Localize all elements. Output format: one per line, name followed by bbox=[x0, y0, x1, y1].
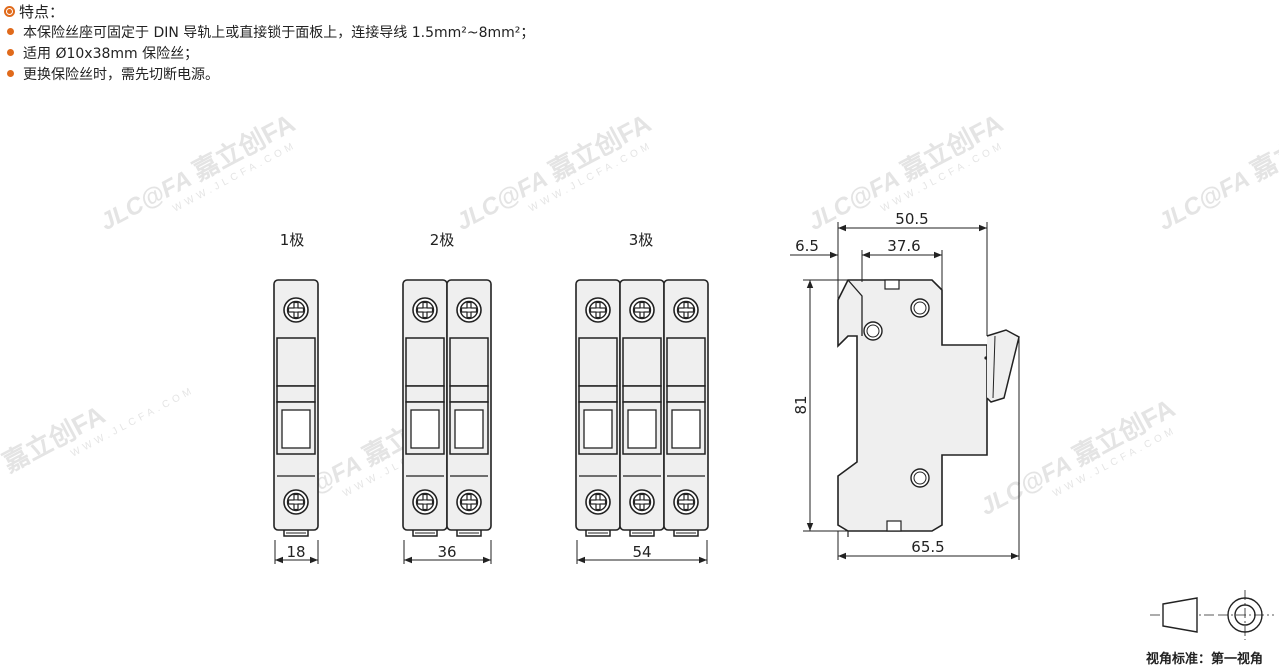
side-view: 50.5 37.6 6.5 81 65.5 bbox=[790, 210, 1020, 560]
front-view-3-pole: 3极 54 bbox=[576, 231, 708, 564]
feature-item: 本保险丝座可固定于 DIN 导轨上或直接锁于面板上，连接导线 1.5mm²~8m… bbox=[4, 21, 534, 42]
lever bbox=[986, 329, 1020, 403]
features-heading-text: 特点： bbox=[19, 2, 65, 21]
pole-label: 1极 bbox=[280, 231, 305, 249]
features-heading: 特点： bbox=[4, 1, 534, 21]
dim-total-top: 50.5 bbox=[895, 210, 928, 228]
feature-text: 本保险丝座可固定于 DIN 导轨上或直接锁于面板上，连接导线 1.5mm²~8m… bbox=[23, 24, 535, 41]
width-dimension: 54 bbox=[632, 543, 651, 561]
feature-item: 适用 Ø10x38mm 保险丝； bbox=[4, 42, 534, 63]
feature-text: 更换保险丝时，需先切断电源。 bbox=[23, 66, 219, 83]
projection-symbol-icon bbox=[1150, 590, 1274, 640]
bullet-icon bbox=[7, 49, 14, 56]
width-dimension: 36 bbox=[437, 543, 456, 561]
dim-height: 81 bbox=[792, 395, 810, 414]
front-view-1-pole: 1极 18 bbox=[274, 231, 318, 564]
dim-total-bottom: 65.5 bbox=[911, 538, 944, 556]
features-list: 本保险丝座可固定于 DIN 导轨上或直接锁于面板上，连接导线 1.5mm²~8m… bbox=[4, 21, 534, 84]
width-dimension: 18 bbox=[286, 543, 305, 561]
bullet-icon bbox=[7, 70, 14, 77]
bullet-icon bbox=[7, 28, 14, 35]
pole-label: 2极 bbox=[430, 231, 455, 249]
projection-label: 视角标准：第一视角 bbox=[1146, 652, 1264, 667]
dim-left-offset: 6.5 bbox=[795, 237, 819, 255]
target-icon bbox=[4, 5, 15, 17]
dim-mid: 37.6 bbox=[887, 237, 920, 255]
feature-item: 更换保险丝时，需先切断电源。 bbox=[4, 63, 534, 84]
features-section: 特点： 本保险丝座可固定于 DIN 导轨上或直接锁于面板上，连接导线 1.5mm… bbox=[4, 1, 534, 84]
side-body bbox=[837, 279, 988, 532]
pole-label: 3极 bbox=[629, 231, 654, 249]
feature-text: 适用 Ø10x38mm 保险丝； bbox=[23, 45, 199, 62]
front-view-2-pole: 2极 36 bbox=[403, 231, 491, 564]
